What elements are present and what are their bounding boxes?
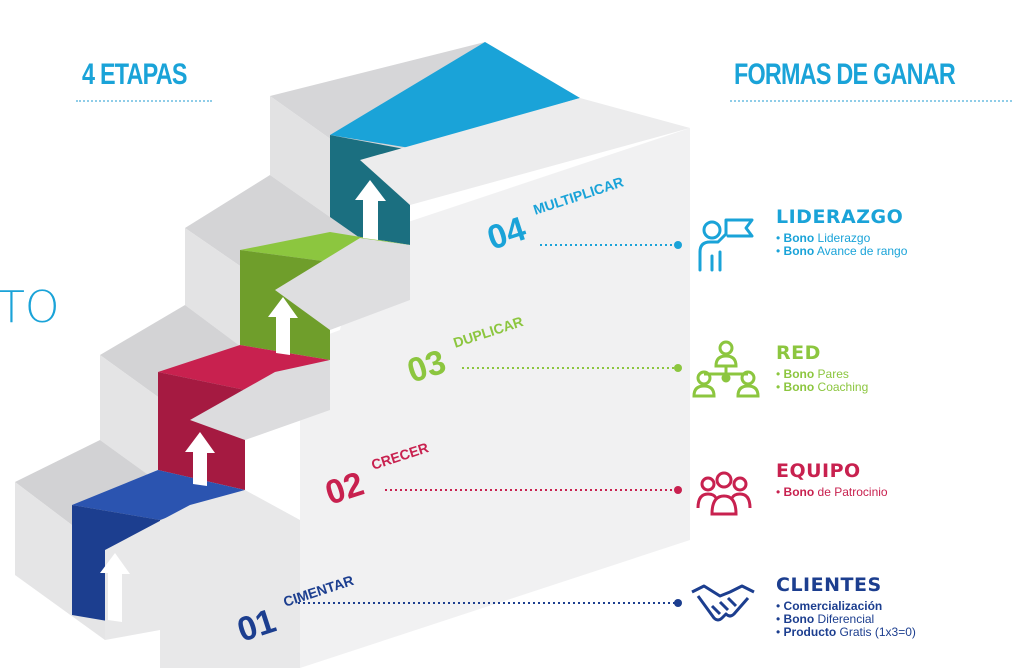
way-title: CLIENTES [776,574,882,596]
way-bullet: • Comercialización [776,599,883,613]
stage-2-top [158,345,330,390]
stage-4-top [330,42,580,148]
connector-dot-1 [674,599,682,607]
step-1-side [105,490,300,668]
arrow-up-icon [355,180,386,240]
connector-dot-2 [674,486,682,494]
side-partial-text: TO [0,282,60,333]
way-bullet: • Producto Gratis (1x3=0) [776,625,916,639]
connector-dot-3 [674,364,682,372]
leader-flag-icon [698,218,754,272]
way-bullet: • Bono Coaching [776,380,869,394]
way-bullet: • Bono Pares [776,367,849,381]
step-4-right-top [360,98,690,205]
right-heading: FORMAS DE GANAR [734,58,956,91]
arrow-up-icons [100,180,386,622]
step-2-side [190,360,330,440]
network-icon [692,340,760,398]
way-bullet: • Bono de Patrocinio [776,485,888,499]
way-equipo: EQUIPO • Bono de Patrocinio [776,460,888,499]
staircase-diagram: 04 MULTIPLICAR 03 DUPLICAR 02 CRECER 01 … [15,42,690,668]
way-bullet: • Bono Avance de rango [776,244,908,258]
step-3-side [275,238,410,330]
arrow-up-icon [185,432,215,486]
handshake-icon [691,584,755,622]
way-liderazgo: LIDERAZGO • Bono Liderazgo • Bono Avance… [776,206,907,258]
team-icon [696,471,752,516]
way-title: EQUIPO [776,460,861,482]
way-bullet: • Bono Diferencial [776,612,875,626]
arrow-up-icon [268,297,298,355]
way-red: RED • Bono Pares • Bono Coaching [776,342,868,394]
right-heading-underline [730,100,1012,102]
connector-dot-4 [674,241,682,249]
arrow-up-icon [100,553,130,622]
left-heading-underline [76,100,212,102]
way-clientes: CLIENTES • Comercialización • Bono Difer… [776,574,916,639]
way-title: LIDERAZGO [776,206,904,228]
way-title: RED [776,342,821,364]
left-heading: 4 ETAPAS [82,58,188,91]
way-bullet: • Bono Liderazgo [776,231,871,245]
